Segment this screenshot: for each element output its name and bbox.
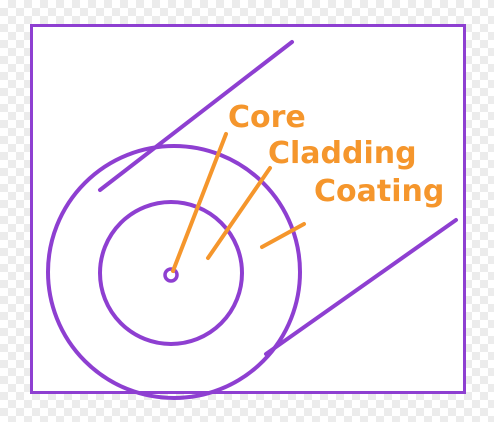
core-label: Core bbox=[228, 100, 306, 135]
core-leader-line bbox=[171, 132, 228, 273]
cladding-label: Cladding bbox=[268, 136, 417, 171]
fiber-top-edge bbox=[98, 40, 294, 192]
core-circle bbox=[163, 267, 179, 283]
coating-circle bbox=[46, 144, 302, 400]
cladding-circle bbox=[98, 200, 244, 346]
fiber-bottom-edge bbox=[264, 218, 458, 356]
cladding-leader-line bbox=[206, 166, 272, 260]
diagram-frame bbox=[30, 24, 466, 394]
coating-label: Coating bbox=[314, 174, 444, 209]
coating-leader-line bbox=[260, 222, 306, 249]
